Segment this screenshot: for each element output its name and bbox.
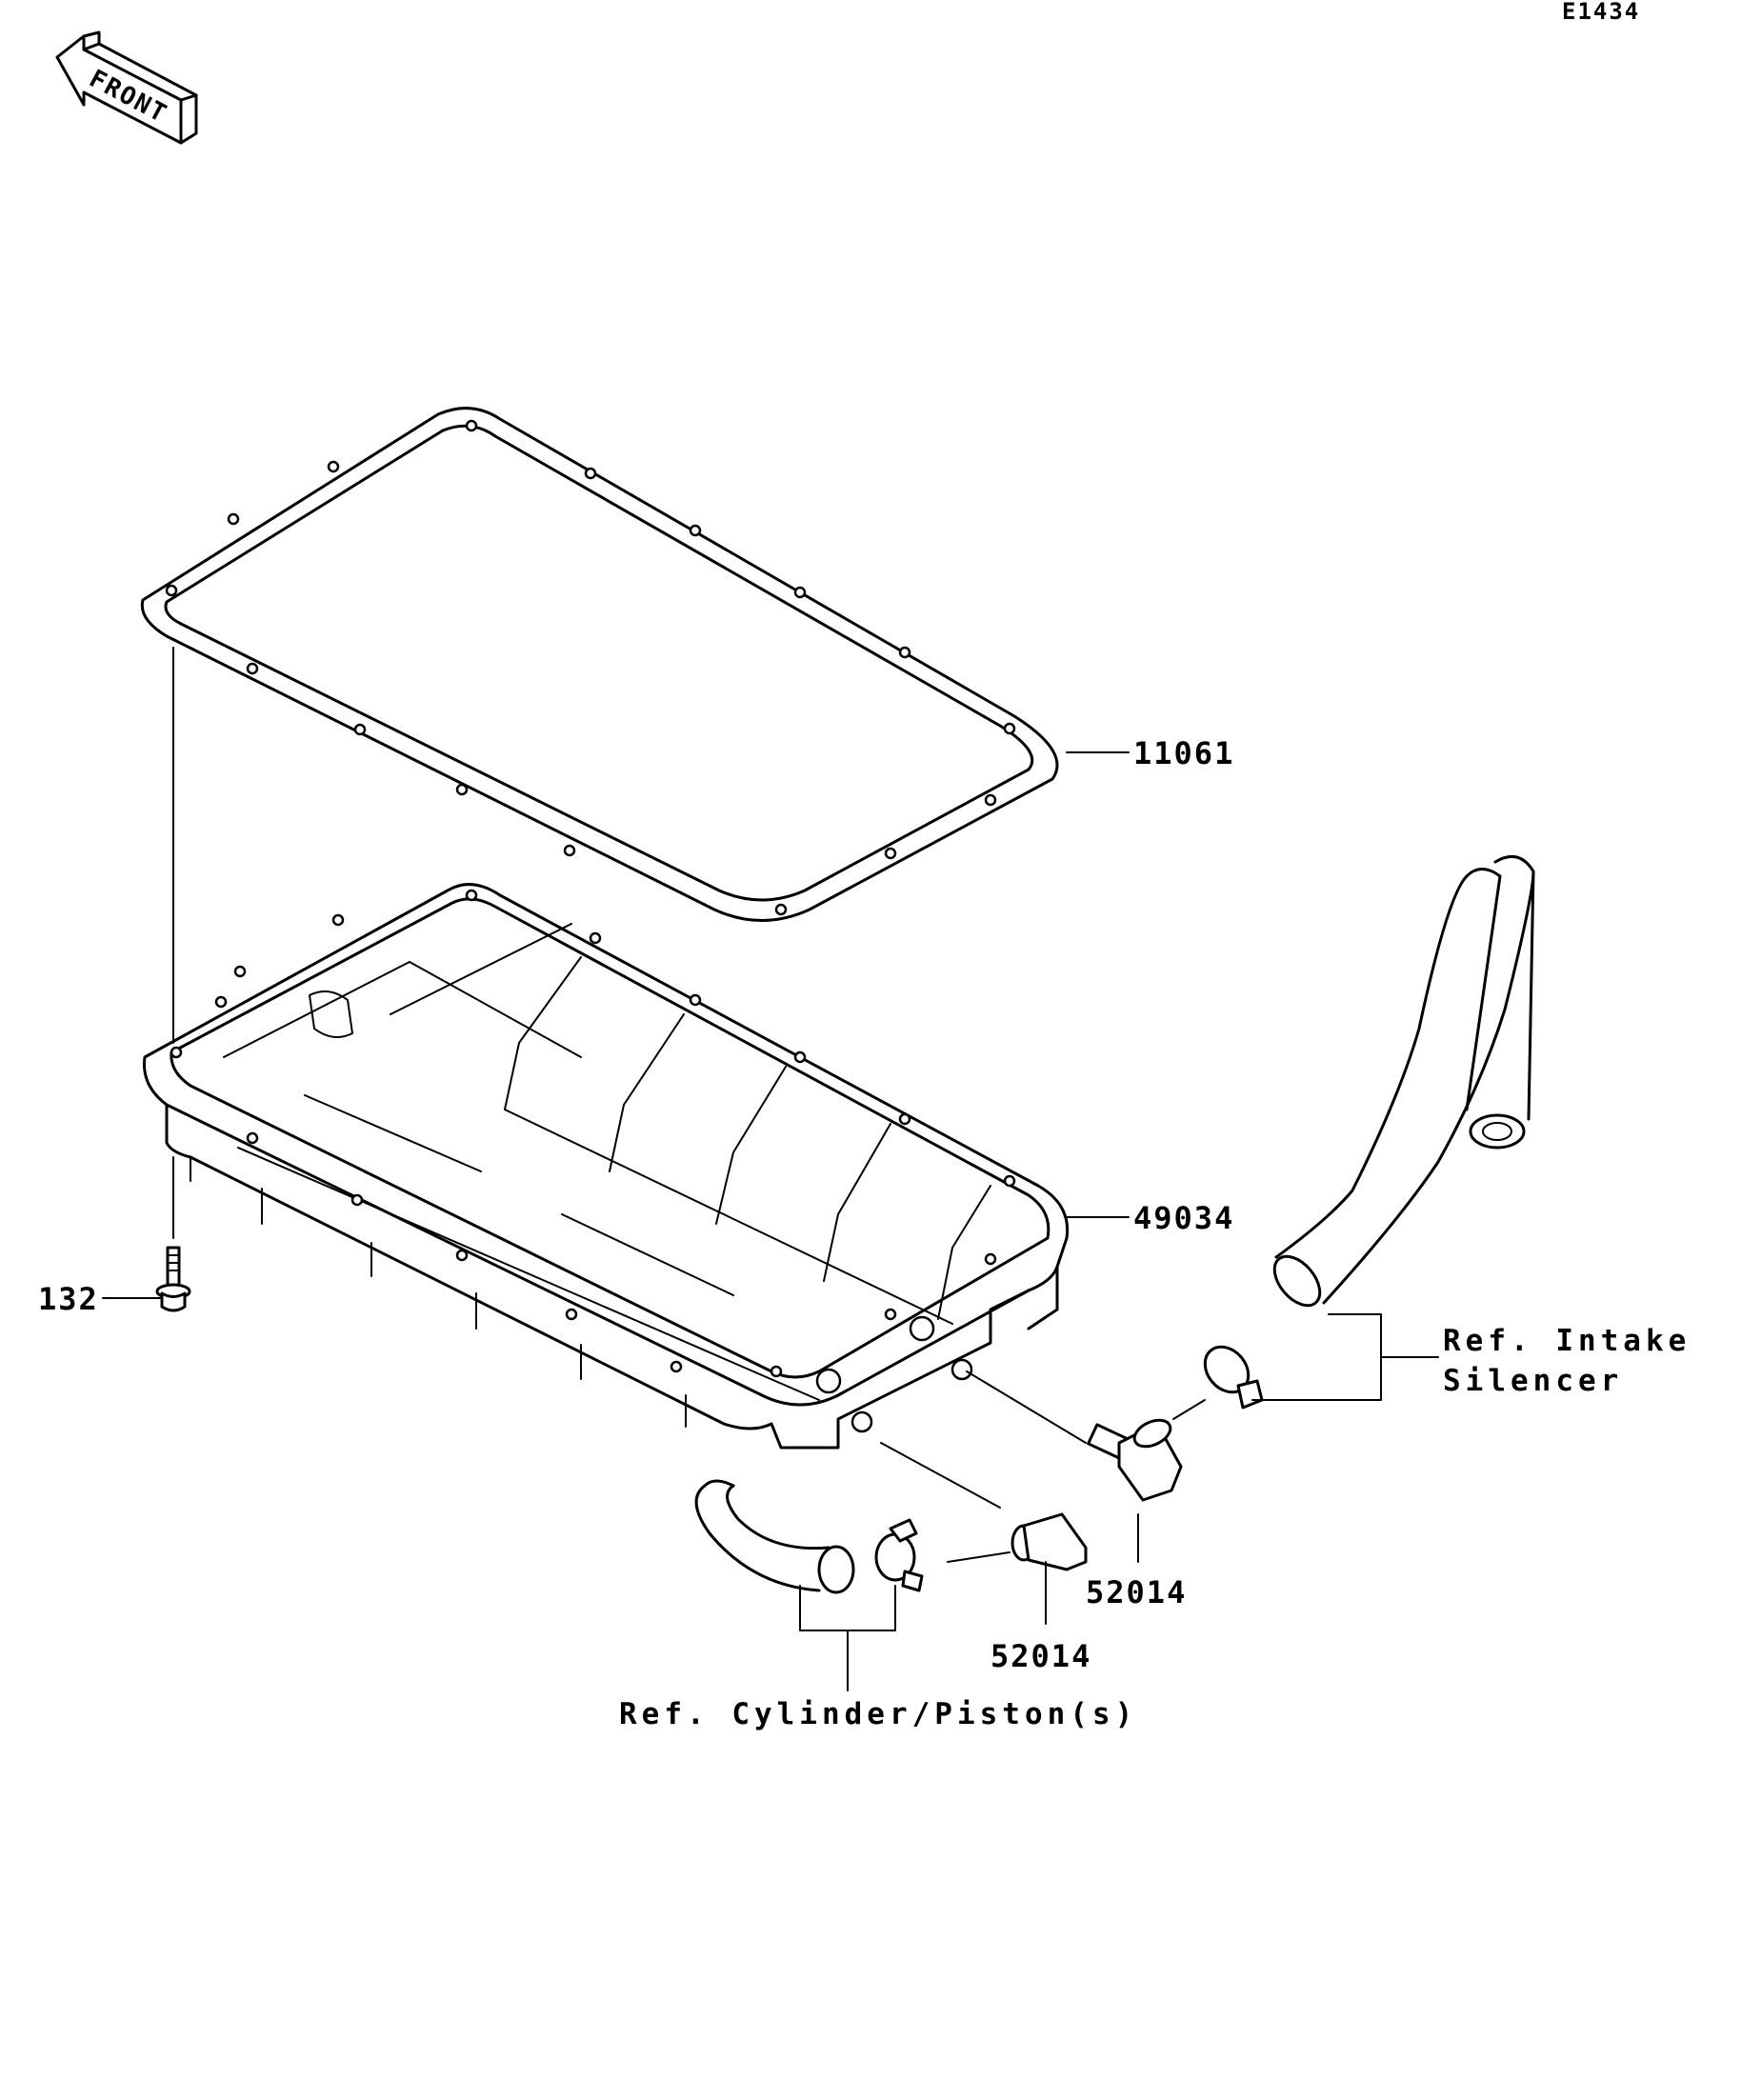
fitting-52014-upper [966,1370,1206,1563]
ref-cylinder-piston: Ref. Cylinder/Piston(s) [619,1697,1137,1731]
diagram-code: E1434 [1562,0,1640,25]
front-arrow-icon: FRONT [55,30,198,145]
ref-intake-silencer-line2: Silencer [1443,1364,1623,1398]
oil-pan-49034 [142,883,1070,1450]
breather-hose-clamp [874,1518,924,1592]
part-label-49034: 49034 [1133,1200,1234,1236]
fitting-52014-lower [880,1442,1088,1625]
gasket-11061 [140,407,1059,922]
bolt-132 [155,647,191,1312]
oil-pan-ribs [223,923,991,1401]
ref-intake-silencer-line1: Ref. Intake [1443,1324,1691,1358]
leader-lines [102,751,1439,1691]
gasket-bolt-holes [165,419,1016,916]
part-label-132: 132 [38,1281,99,1317]
oil-pan-bolt-holes [170,889,1016,1433]
intake-hose-clamp [1203,1345,1264,1410]
breather-hose [694,1479,855,1594]
part-label-52014-upper: 52014 [1086,1574,1187,1610]
part-label-52014-lower: 52014 [991,1638,1091,1674]
part-label-11061: 11061 [1133,735,1234,771]
intake-hose [1272,854,1535,1308]
